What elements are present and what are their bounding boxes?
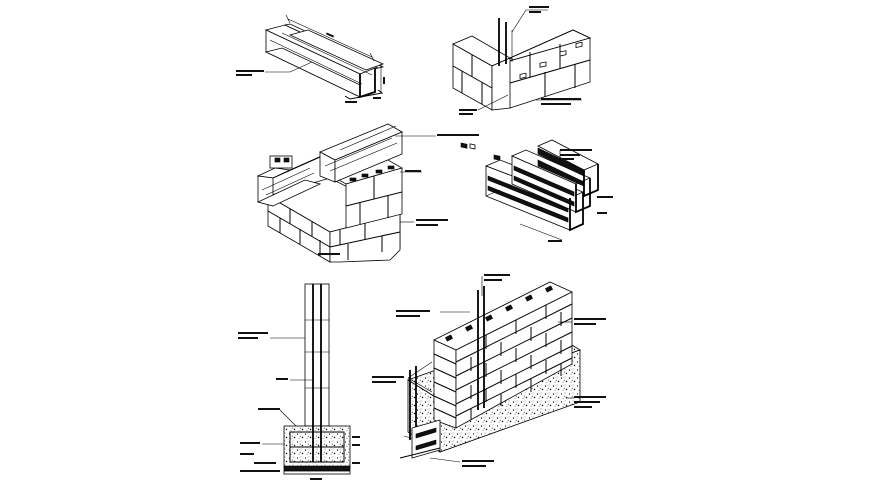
beam-on-block-wall-detail (256, 123, 479, 263)
callout-label (559, 149, 592, 164)
block-corner-detail (452, 6, 592, 161)
u-channel-beam-icon (264, 23, 385, 100)
u-channel-beam-detail (236, 14, 385, 103)
block-cells (460, 41, 583, 161)
callout-label (372, 361, 433, 393)
callout-label (400, 219, 448, 226)
callout-label (395, 134, 479, 137)
callout-label (258, 408, 297, 427)
callout-label (238, 332, 305, 339)
callout-label (481, 274, 510, 296)
callout-label (459, 94, 509, 115)
block-cells (445, 285, 553, 342)
callout-label (236, 61, 313, 76)
footing-section-icon (283, 283, 351, 475)
dimension-label (310, 478, 322, 480)
double-channel-icon (484, 139, 599, 241)
block-wall-foundation-detail (372, 274, 606, 467)
callout-label (548, 196, 613, 242)
callout-label (511, 6, 549, 33)
callout-label (558, 318, 606, 325)
dimension-label (318, 253, 340, 255)
callout-label (276, 378, 313, 381)
callout-label (566, 396, 606, 408)
callout-label (352, 436, 360, 464)
column-footing-detail (238, 283, 360, 480)
callout-label (400, 170, 422, 173)
double-channel-detail (484, 139, 613, 242)
callout-label (536, 98, 582, 105)
beam-wall-icon (256, 123, 404, 263)
dimension-line (287, 18, 373, 58)
block-corner-icon (452, 18, 592, 161)
callout-label (429, 457, 494, 467)
callout-label (396, 310, 470, 317)
callout-label (240, 442, 284, 472)
wall-foundation-icon (399, 281, 581, 459)
